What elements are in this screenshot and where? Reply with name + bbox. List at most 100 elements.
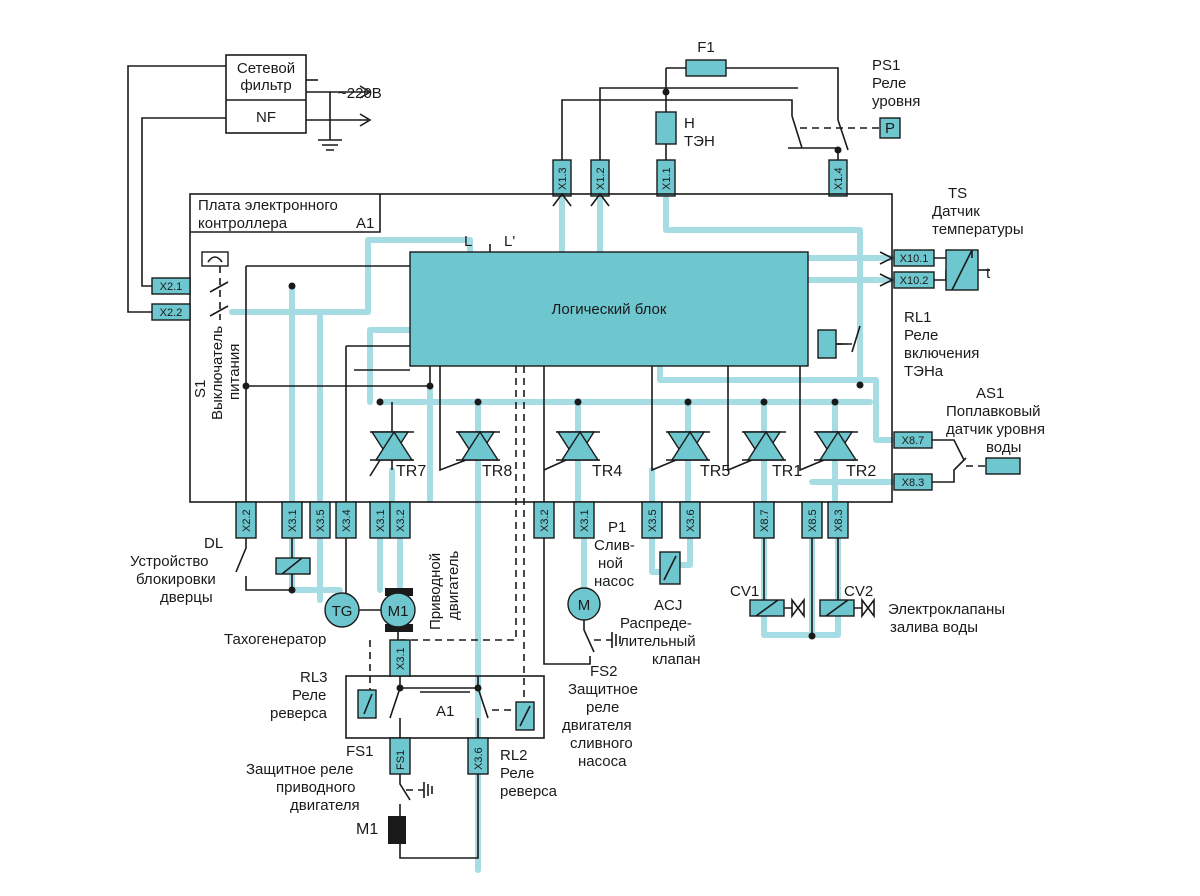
- temp-sensor-ts: t TS Датчик температуры: [932, 185, 1024, 291]
- net-filter-title-2: фильтр: [240, 77, 291, 94]
- tacho-and-motor: TG M1 Тахогенератор Приводной двигатель: [224, 538, 462, 670]
- conn-x10-2: X10.2: [900, 275, 929, 287]
- conn-x1-3: X1.3: [557, 167, 569, 190]
- acj-id: ACJ: [654, 597, 682, 614]
- relay-rl1: RL1 Реле включения ТЭНа: [817, 309, 979, 380]
- fs2-name-4: сливного: [570, 735, 633, 752]
- fs2-name-2: реле: [586, 699, 619, 716]
- power-switch-s1: S1 Выключатель питания: [192, 251, 243, 420]
- p1-name-2: ной: [598, 555, 623, 572]
- ps1-name-1: Реле: [872, 75, 906, 92]
- net-filter-title-1: Сетевой: [237, 60, 295, 77]
- fs2-id: FS2: [590, 663, 618, 680]
- rl1-name-1: Реле: [904, 327, 938, 344]
- triac-tr5: TR5: [651, 402, 730, 480]
- door-lock-dl: DL Устройство блокировки дверцы: [130, 535, 311, 606]
- reverse-block: X3.1 A1 FS1 X3.6: [345, 639, 545, 775]
- conn-b-x3-2b: X3.2: [539, 509, 551, 532]
- ts-name-2: температуры: [932, 221, 1024, 238]
- conn-r-x3-1: X3.1: [395, 647, 407, 670]
- fs2-name-5: насоса: [578, 753, 627, 770]
- tr8-label: TR8: [482, 463, 512, 480]
- tr5-label: TR5: [700, 463, 730, 480]
- reverse-block-id: A1: [436, 703, 454, 720]
- net-filter-id: NF: [256, 109, 276, 126]
- tr1-label: TR1: [772, 463, 802, 480]
- bottom-connectors: X2.2 X3.1 X3.5 X3.4 X3.1 X3.2 X3.2 X3.1 …: [235, 501, 849, 539]
- dl-name-1: Устройство: [130, 553, 208, 570]
- conn-b-x3-4: X3.4: [341, 509, 353, 532]
- fs2-name-3: двигателя: [562, 717, 632, 734]
- rl3-id: RL3: [300, 669, 328, 686]
- acj-name-3: клапан: [652, 651, 701, 668]
- logic-block: Логический блок: [409, 251, 809, 367]
- rl3-coil: [357, 689, 377, 719]
- rl2-name-1: Реле: [500, 765, 534, 782]
- top-connectors: X1.3 X1.2 X1.1 X1.4: [552, 159, 848, 207]
- drain-pump-p1: P1 Слив- ной насос: [594, 519, 681, 590]
- s1-name-1: Выключатель: [209, 326, 226, 420]
- valves-name-1: Электроклапаны: [888, 601, 1005, 618]
- tacho-name: Тахогенератор: [224, 631, 326, 648]
- controller-board: Плата электронного контроллера A1 L L': [189, 193, 893, 503]
- m1-bottom-label: M1: [356, 821, 378, 838]
- ts-mark: t: [986, 265, 991, 282]
- logic-block-label: Логический блок: [552, 301, 667, 318]
- conn-b-x3-2a: X3.2: [395, 509, 407, 532]
- triacs: TR7 TR8 TR4 TR5 TR1: [369, 402, 876, 480]
- rl3-name-2: реверса: [270, 705, 328, 722]
- net-filter: Сетевой фильтр NF ~220В: [127, 54, 382, 313]
- l-label: L: [464, 233, 472, 250]
- as1-id: AS1: [976, 385, 1004, 402]
- tg-symbol: TG: [332, 603, 353, 620]
- rl2-name-2: реверса: [500, 783, 558, 800]
- rl1-id: RL1: [904, 309, 932, 326]
- triac-tr7: TR7: [369, 402, 426, 480]
- ps1-p: P: [885, 120, 895, 137]
- s1-name-2: питания: [226, 344, 243, 400]
- cv1-id: CV1: [730, 583, 759, 600]
- rl3-name-1: Реле: [292, 687, 326, 704]
- dl-name-2: блокировки: [136, 571, 216, 588]
- left-connectors: X2.1 X2.2: [151, 277, 191, 321]
- fs1-name-3: двигателя: [290, 797, 360, 814]
- acj-name-2: лительный: [620, 633, 696, 650]
- heater-element: [655, 111, 677, 145]
- s1-id: S1: [192, 380, 209, 398]
- fs1-name-1: Защитное реле: [246, 761, 353, 778]
- p1-name-1: Слив-: [594, 537, 635, 554]
- conn-b-x3-6: X3.6: [685, 509, 697, 532]
- conn-x10-1: X10.1: [900, 253, 929, 265]
- dl-id: DL: [204, 535, 223, 552]
- acj-symbol: M: [578, 597, 591, 614]
- p1-name-3: насос: [594, 573, 635, 590]
- fs2-name-1: Защитное: [568, 681, 638, 698]
- conn-b-x3-1b: X3.1: [375, 509, 387, 532]
- conn-b-x3-5b: X3.5: [647, 509, 659, 532]
- conn-x1-1: X1.1: [661, 167, 673, 190]
- conn-b-x8-3: X8.3: [833, 509, 845, 532]
- lp-label: L': [504, 233, 515, 250]
- dl-name-3: дверцы: [160, 589, 213, 606]
- triac-tr8: TR8: [439, 402, 512, 480]
- inner-wiring: [242, 244, 864, 710]
- motor-winding-icon: [388, 816, 406, 844]
- conn-x1-4: X1.4: [833, 167, 845, 190]
- triac-tr2: TR2: [799, 402, 876, 480]
- conn-x8-3-right: X8.3: [902, 477, 925, 489]
- controller-title-2: контроллера: [198, 215, 288, 232]
- valves-name-2: залива воды: [890, 619, 978, 636]
- cv2-id: CV2: [844, 583, 873, 600]
- p1-id: P1: [608, 519, 626, 536]
- fuse-label: F1: [697, 39, 715, 56]
- conn-b-x8-5: X8.5: [807, 509, 819, 532]
- conn-x2-2-left: X2.2: [160, 307, 183, 319]
- motor-name-2: двигатель: [445, 550, 462, 620]
- conn-b-x3-5a: X3.5: [315, 509, 327, 532]
- as1-name-2: датчик уровня: [946, 421, 1045, 438]
- m1-symbol: M1: [388, 603, 409, 620]
- fs1-and-motor-winding: FS1 Защитное реле приводного двигателя M…: [246, 743, 479, 859]
- conn-b-x3-1a: X3.1: [287, 509, 299, 532]
- rl2-id: RL2: [500, 747, 528, 764]
